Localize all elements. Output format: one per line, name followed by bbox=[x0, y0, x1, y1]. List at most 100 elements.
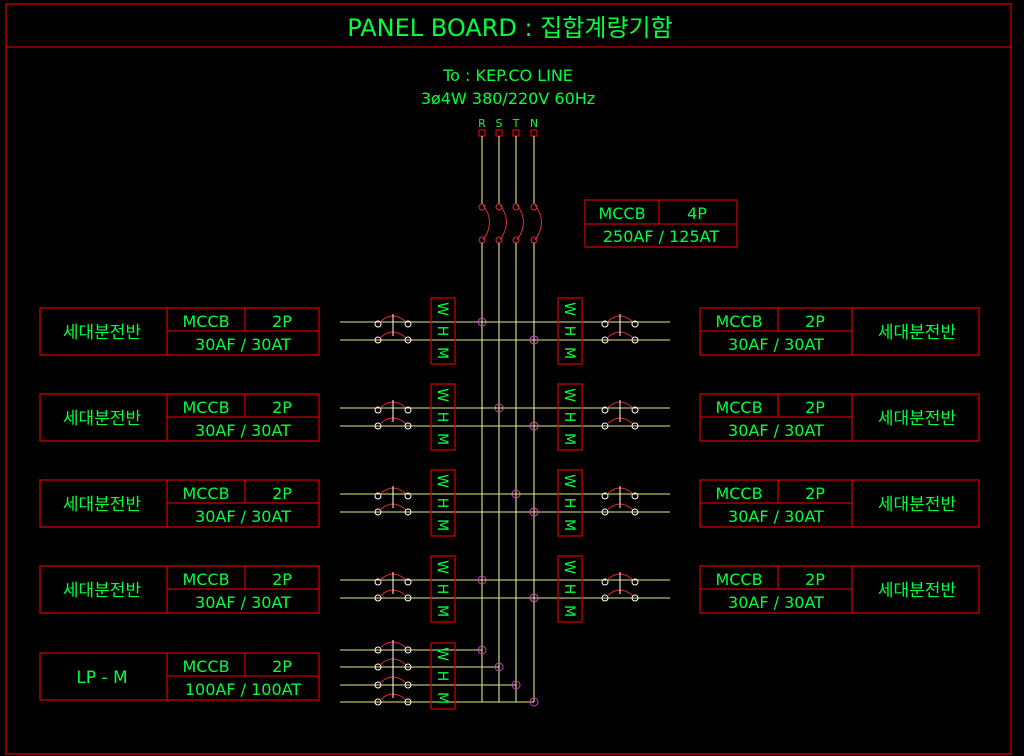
breaker-contact bbox=[374, 422, 382, 430]
breaker-contact bbox=[374, 663, 382, 671]
breaker-contact bbox=[631, 578, 639, 586]
feeder-breaker-type: MCCB bbox=[182, 484, 229, 503]
outer-frame bbox=[5, 3, 1012, 755]
feeder-name: 세대분전반 bbox=[878, 495, 957, 515]
main-breaker-arc bbox=[482, 204, 490, 241]
phase-label-t: T bbox=[512, 117, 520, 130]
whm-letter: H bbox=[561, 326, 577, 337]
right-whm-1: WHM bbox=[557, 297, 583, 365]
phase-label-n: N bbox=[530, 117, 538, 130]
breaker-contact bbox=[601, 594, 609, 602]
lp-m-breaker bbox=[374, 640, 412, 706]
main-breaker-rating: 250AF / 125AT bbox=[603, 227, 719, 246]
junction-dot bbox=[494, 662, 504, 672]
main-breaker-contact bbox=[495, 236, 503, 244]
whm-box bbox=[557, 383, 583, 451]
main-breaker-contact bbox=[478, 236, 486, 244]
main-breaker-contact bbox=[512, 236, 520, 244]
breaker-contact bbox=[601, 492, 609, 500]
breaker-contact bbox=[374, 406, 382, 414]
right-feeder-breaker-4 bbox=[601, 572, 639, 602]
breaker-contact bbox=[631, 508, 639, 516]
breaker-contact bbox=[404, 320, 412, 328]
whm-letter: W bbox=[434, 560, 450, 574]
right-whm-2: WHM bbox=[557, 383, 583, 451]
breaker-contact bbox=[404, 594, 412, 602]
junction-dot bbox=[529, 507, 539, 517]
breaker-contact bbox=[374, 646, 382, 654]
breaker-contact bbox=[601, 508, 609, 516]
feeder-breaker-rating: 30AF / 30AT bbox=[728, 593, 824, 612]
right-feeder-breaker-1 bbox=[601, 314, 639, 344]
junction-dot bbox=[529, 593, 539, 603]
feeder-breaker-rating: 30AF / 30AT bbox=[195, 507, 291, 526]
breaker-contact bbox=[631, 336, 639, 344]
feeder-breaker-type: MCCB bbox=[715, 312, 762, 331]
left-feeder-breaker-4 bbox=[374, 572, 412, 602]
breaker-contact bbox=[404, 578, 412, 586]
whm-letter: W bbox=[434, 647, 450, 661]
whm-box bbox=[430, 383, 456, 451]
breaker-contact bbox=[601, 578, 609, 586]
feeder-breaker-poles: 2P bbox=[272, 484, 292, 503]
right-whm-4: WHM bbox=[557, 555, 583, 623]
feeder-breaker-rating: 30AF / 30AT bbox=[728, 421, 824, 440]
junction-dot bbox=[529, 421, 539, 431]
whm-letter: W bbox=[561, 302, 577, 316]
whm-letter: H bbox=[434, 498, 450, 509]
feeder-breaker-rating: 30AF / 30AT bbox=[195, 593, 291, 612]
source-line-1: To : KEP.CO LINE bbox=[442, 66, 573, 85]
feeder-breaker-type: MCCB bbox=[715, 570, 762, 589]
whm-box bbox=[557, 469, 583, 537]
left-feeder-breaker-2 bbox=[374, 400, 412, 430]
whm-letter: M bbox=[434, 692, 450, 704]
left-feeder-breaker-3 bbox=[374, 486, 412, 516]
breaker-contact bbox=[631, 406, 639, 414]
breaker-contact bbox=[374, 336, 382, 344]
feeder-breaker-poles: 2P bbox=[805, 312, 825, 331]
whm-letter: M bbox=[434, 347, 450, 359]
breaker-contact bbox=[631, 594, 639, 602]
breaker-contact bbox=[374, 492, 382, 500]
main-breaker-contact bbox=[530, 236, 538, 244]
junction-dot bbox=[529, 697, 539, 707]
feeder-breaker-type: MCCB bbox=[182, 657, 229, 676]
left-feeder-breaker-1 bbox=[374, 314, 412, 344]
main-breaker-arc bbox=[516, 204, 524, 241]
breaker-contact bbox=[404, 698, 412, 706]
breaker-contact bbox=[601, 422, 609, 430]
breaker-contact bbox=[374, 698, 382, 706]
breaker-contact bbox=[404, 508, 412, 516]
phase-terminal-s bbox=[495, 129, 503, 137]
whm-letter: H bbox=[434, 584, 450, 595]
feeder-breaker-type: MCCB bbox=[182, 398, 229, 417]
whm-letter: W bbox=[434, 474, 450, 488]
breaker-contact bbox=[631, 492, 639, 500]
whm-box bbox=[557, 297, 583, 365]
whm-letter: M bbox=[434, 519, 450, 531]
breaker-contact bbox=[601, 336, 609, 344]
breaker-contact bbox=[404, 681, 412, 689]
phase-terminal-t bbox=[512, 129, 520, 137]
feeder-breaker-type: MCCB bbox=[715, 398, 762, 417]
whm-letter: H bbox=[434, 412, 450, 423]
whm-box bbox=[557, 555, 583, 623]
breaker-contact bbox=[374, 681, 382, 689]
whm-letter: H bbox=[434, 326, 450, 337]
junction-dot bbox=[477, 645, 487, 655]
whm-letter: M bbox=[561, 519, 577, 531]
junction-dot bbox=[529, 335, 539, 345]
feeder-breaker-poles: 2P bbox=[272, 312, 292, 331]
whm-box bbox=[430, 469, 456, 537]
phase-label-r: R bbox=[478, 117, 486, 130]
feeder-name: 세대분전반 bbox=[878, 409, 957, 429]
feeder-breaker-poles: 2P bbox=[272, 398, 292, 417]
main-breaker-type: MCCB bbox=[598, 204, 645, 223]
main-breaker-box: MCCB 4P 250AF / 125AT bbox=[584, 199, 738, 248]
whm-box bbox=[430, 642, 456, 710]
